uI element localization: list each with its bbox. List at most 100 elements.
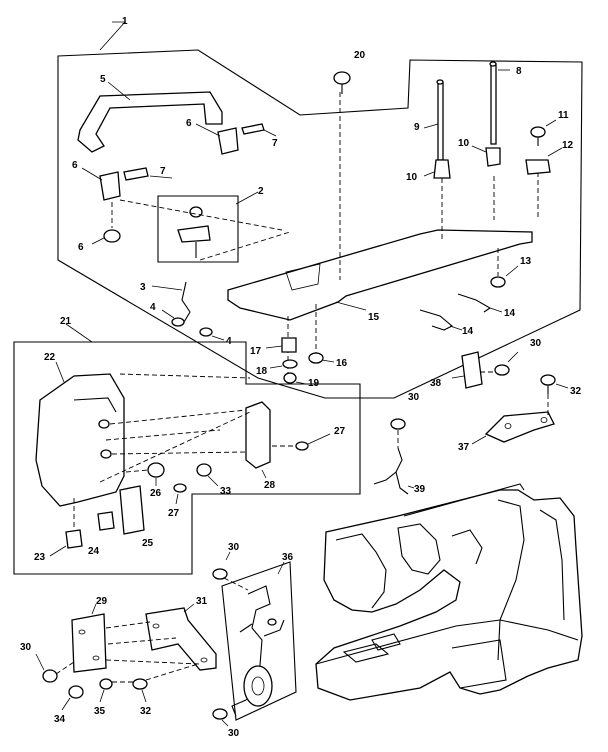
callout-2: 2 xyxy=(258,186,264,197)
callout-line-4b xyxy=(211,335,225,341)
part-7-pin-left xyxy=(123,167,149,181)
callout-line-30d xyxy=(225,551,231,561)
part-3-spring xyxy=(181,281,191,323)
part-31-bracket xyxy=(145,607,217,671)
callout-line-21 xyxy=(65,323,93,343)
part-36-bobbin-winder xyxy=(231,585,285,717)
callout-24: 24 xyxy=(88,546,100,557)
callout-line-12 xyxy=(547,147,563,157)
part-14-spring-right xyxy=(457,293,492,313)
part-18-washer xyxy=(282,359,298,369)
guide-j xyxy=(109,409,247,425)
guide-z xyxy=(105,429,221,441)
callout-4a: 4 xyxy=(150,302,156,313)
frame-detail-3 xyxy=(451,529,483,565)
part-35-washer xyxy=(99,678,113,690)
callout-13: 13 xyxy=(520,256,532,267)
part-10-bushing-left xyxy=(433,159,451,179)
cover-edge xyxy=(73,397,117,413)
part-4-screw-left xyxy=(171,317,185,327)
callout-line-11 xyxy=(545,119,557,127)
callout-5: 5 xyxy=(100,74,106,85)
callout-line-39 xyxy=(407,485,415,489)
guide-w xyxy=(145,663,199,681)
callout-30c: 30 xyxy=(20,642,32,653)
part-27-screw-lower xyxy=(173,483,187,493)
callout-line-22 xyxy=(55,361,65,383)
callout-line-7b xyxy=(263,129,277,137)
part-2-lever xyxy=(177,206,211,258)
frame-detail-4 xyxy=(497,499,525,661)
callout-line-14b xyxy=(489,307,503,313)
callout-30b: 30 xyxy=(408,392,420,403)
guide-b xyxy=(119,199,283,231)
part-4-screw-right xyxy=(199,327,213,337)
group-36-outline xyxy=(221,561,297,721)
callout-line-1 xyxy=(99,21,126,51)
callout-29: 29 xyxy=(96,596,108,607)
part-28-bracket xyxy=(245,401,271,469)
callout-line-27b xyxy=(307,433,331,445)
callout-line-6b xyxy=(195,123,221,137)
part-16-screw xyxy=(308,352,324,364)
callout-9: 9 xyxy=(414,122,420,133)
part-30-screw-b xyxy=(390,418,406,430)
callout-line-9 xyxy=(423,123,439,129)
callout-6b: 6 xyxy=(186,118,192,129)
callout-20a: 20 xyxy=(354,50,366,61)
callout-11: 11 xyxy=(558,110,569,121)
callout-30a-label: 30 xyxy=(530,338,542,349)
guide-a xyxy=(199,231,291,261)
callout-line-15 xyxy=(335,301,367,311)
frame-slot-2 xyxy=(371,633,401,651)
callout-line-4a xyxy=(161,309,175,319)
callout-39: 39 xyxy=(414,484,426,495)
callout-32a: 32 xyxy=(570,386,582,397)
callout-line-28 xyxy=(261,469,267,479)
callout-14b: 14 xyxy=(504,308,516,319)
part-39-spring-wire xyxy=(373,447,409,495)
part-30-screw-e xyxy=(212,708,228,720)
callout-22: 22 xyxy=(44,352,56,363)
frame-detail-6 xyxy=(315,619,579,665)
part-8-shaft xyxy=(489,61,497,145)
callout-27a: 27 xyxy=(168,508,180,519)
cover-boss-bottom xyxy=(100,449,112,459)
frame-detail-1 xyxy=(335,533,387,609)
part-34-screw xyxy=(68,685,84,699)
cover-boss-top xyxy=(98,419,110,429)
callout-line-38a xyxy=(451,375,465,379)
callout-line-18 xyxy=(269,365,283,369)
part-20-screw xyxy=(333,71,351,94)
callout-6c: 6 xyxy=(78,242,84,253)
frame-detail-5 xyxy=(539,509,565,621)
callout-27b: 27 xyxy=(334,426,346,437)
callout-line-33 xyxy=(207,475,219,487)
part-32-screw-right xyxy=(540,374,556,394)
callout-26: 26 xyxy=(150,488,162,499)
callout-line-29 xyxy=(91,603,97,615)
callout-line-23 xyxy=(49,545,67,557)
guide-t xyxy=(107,637,177,645)
callout-line-30a xyxy=(507,351,519,363)
machine-frame-body xyxy=(315,489,583,701)
callout-line-13 xyxy=(505,265,519,277)
plate-hole-2 xyxy=(540,417,548,423)
part-10-bushing-right xyxy=(485,147,501,167)
part-14-spring-left xyxy=(419,309,453,331)
part-6-hinge-right xyxy=(217,127,239,155)
callout-15: 15 xyxy=(368,312,380,323)
part-30-screw-a xyxy=(494,364,510,376)
part-30-screw-d xyxy=(212,568,228,580)
frame-base-right xyxy=(451,639,507,689)
callout-16: 16 xyxy=(336,358,348,369)
callout-line-31 xyxy=(183,603,195,613)
callout-6a: 6 xyxy=(72,160,78,171)
callout-line-27a xyxy=(175,493,179,505)
callout-line-10b xyxy=(471,145,487,153)
callout-33: 33 xyxy=(220,486,232,497)
guide-m xyxy=(99,411,251,483)
callout-line-34 xyxy=(61,697,71,711)
group-1-outline xyxy=(57,49,583,399)
part-7-pin-right xyxy=(241,123,265,135)
